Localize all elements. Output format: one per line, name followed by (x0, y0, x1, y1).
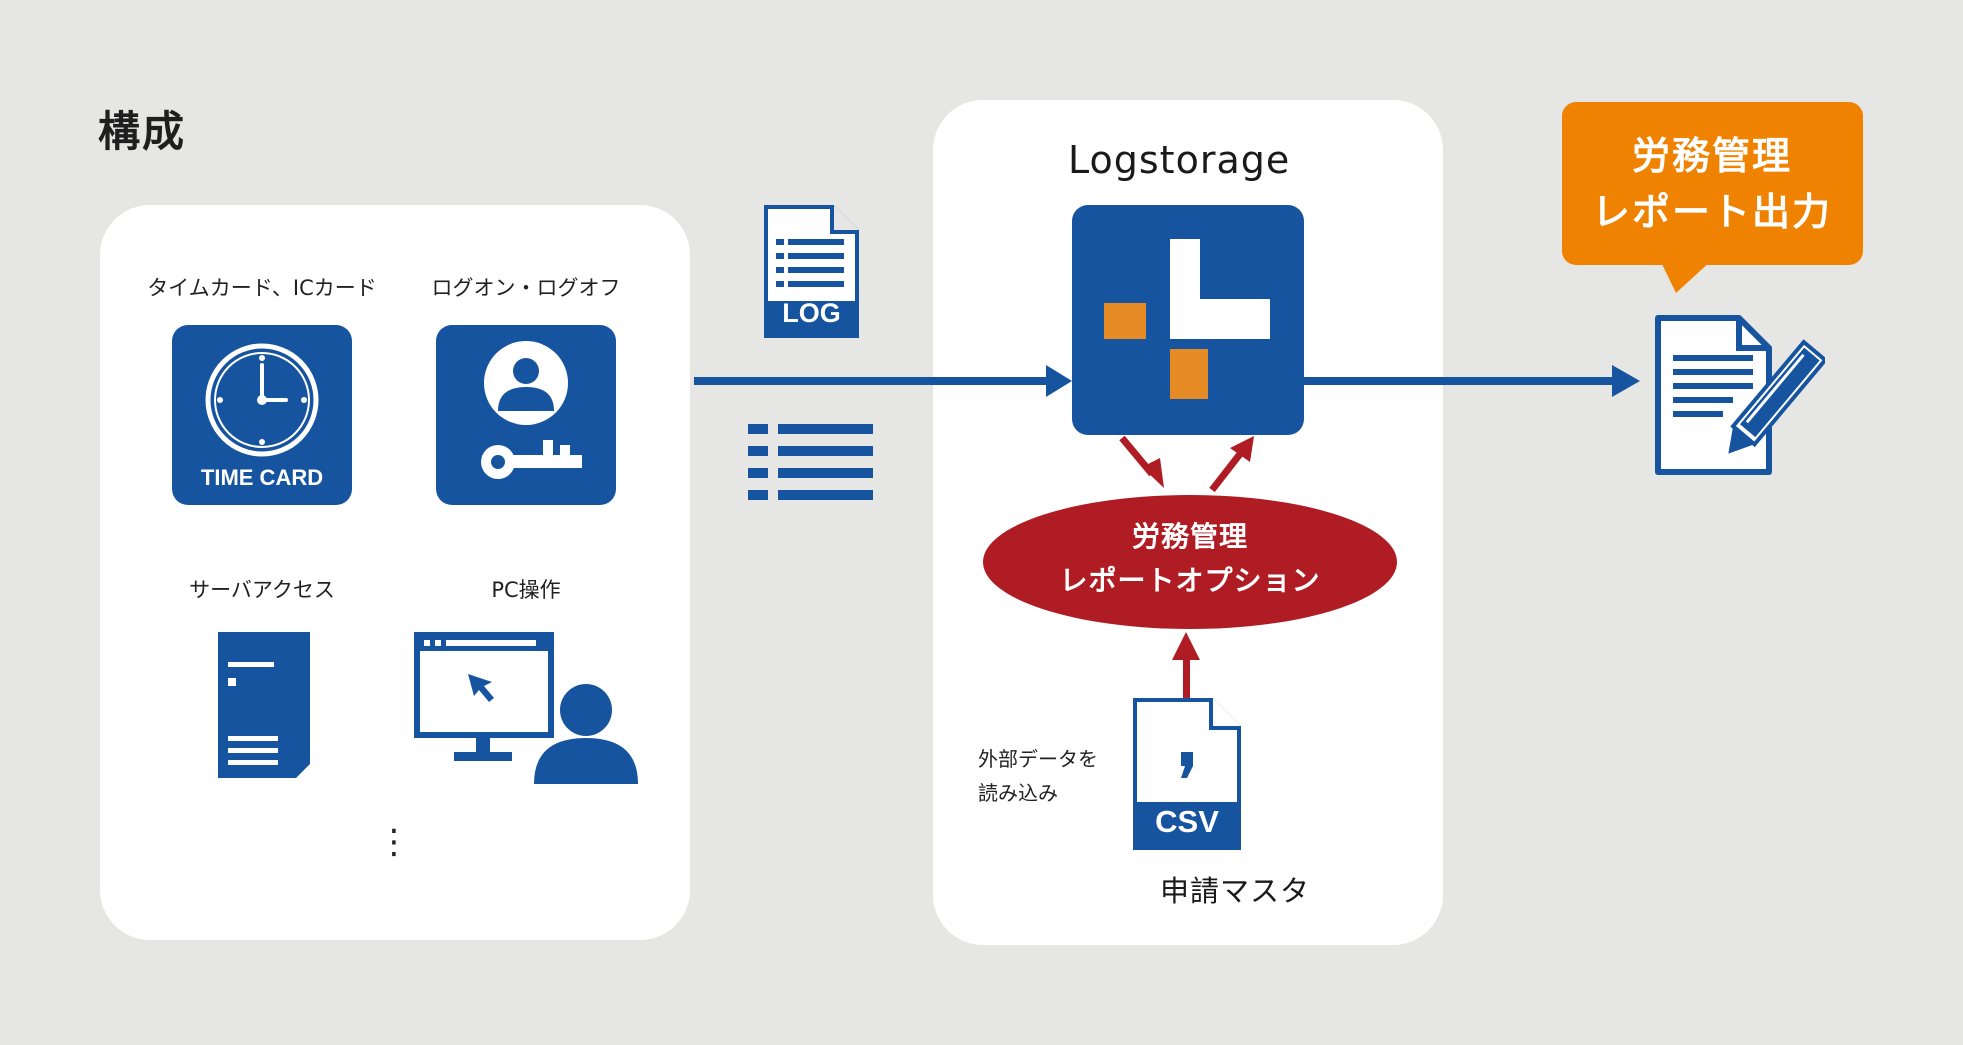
option-label: 労務管理 レポートオプション (980, 515, 1400, 603)
logon-label: ログオン・ログオフ (431, 276, 621, 300)
option-ellipse (983, 495, 1397, 629)
option-label-line1: 労務管理 (1131, 520, 1248, 553)
user-key-icon (481, 341, 582, 479)
pc-label: PC操作 (491, 578, 561, 602)
arrow-csv-to-option (1172, 632, 1200, 700)
clock-icon (205, 343, 319, 457)
log-label: LOG (782, 298, 841, 328)
page-title: 構成 (98, 107, 187, 156)
log-file-icon (764, 205, 859, 338)
output-callout (1562, 102, 1863, 293)
external-data-note-line1: 外部データを (978, 747, 1098, 771)
product-name: Logstorage (1068, 138, 1291, 182)
csv-label: CSV (1155, 804, 1219, 839)
csv-file-icon (1133, 698, 1241, 850)
master-label: 申請マスタ (1159, 874, 1310, 908)
more-sources-ellipsis: ⋮ (377, 822, 411, 862)
server-label: サーバアクセス (189, 578, 335, 602)
timecard-label: タイムカード、ICカード (147, 276, 377, 300)
logstorage-logo (1072, 205, 1304, 435)
option-label-line2: レポートオプション (1059, 564, 1321, 597)
list-icon (748, 424, 873, 500)
external-data-note-line2: 読み込み (978, 781, 1058, 805)
arrow-to-logstorage (694, 365, 1072, 397)
arrow-option-to-logo (1209, 436, 1254, 493)
arrow-to-report (1304, 365, 1640, 397)
server-icon (218, 632, 310, 778)
output-label-line1: 労務管理 (1631, 134, 1792, 178)
pc-user-icon (414, 632, 638, 784)
report-edit-icon (1655, 315, 1825, 475)
output-label-line2: レポート出力 (1591, 190, 1832, 234)
timecard-badge: TIME CARD (200, 465, 324, 490)
logstorage-mark (1104, 239, 1270, 399)
output-label: 労務管理 レポート出力 (1562, 128, 1862, 240)
logon-tile (436, 325, 616, 505)
timecard-tile: TIME CARD (172, 325, 352, 505)
external-data-note: 外部データを 読み込み (978, 742, 1098, 810)
arrow-logo-to-option (1119, 435, 1164, 488)
